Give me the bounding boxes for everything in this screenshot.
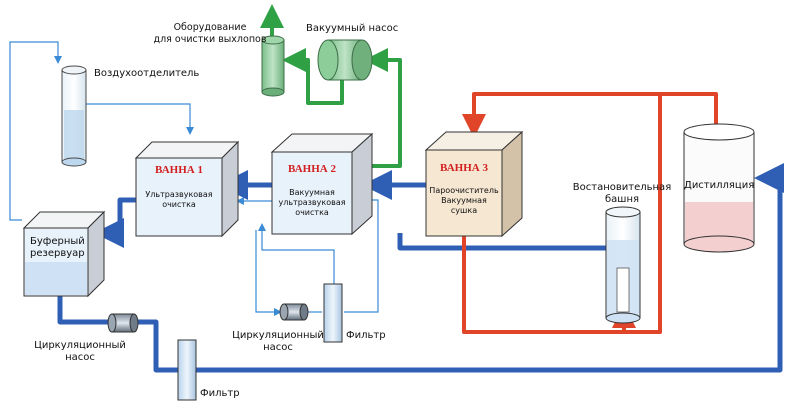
flow-buffer-to-pump bbox=[57, 296, 108, 325]
circ-pump-left-label: Циркуляционный насос bbox=[34, 340, 126, 363]
circ-pump-mid-label: Циркуляционный насос bbox=[232, 330, 324, 353]
distillation-column bbox=[683, 123, 755, 253]
buffer-tank bbox=[22, 210, 106, 298]
circulation-pump-left bbox=[107, 313, 139, 333]
bath-1 bbox=[134, 140, 240, 238]
thin-line-buffer-to-separator bbox=[9, 41, 62, 221]
recovery-tower-label: Востановительная башня bbox=[572, 182, 672, 205]
green-flow-baths-to-vacuum bbox=[360, 48, 402, 168]
circulation-pump-mid bbox=[279, 303, 309, 321]
distillation-label: Дистилляция bbox=[684, 180, 755, 191]
vacuum-pump bbox=[317, 39, 373, 81]
air-separator-label: Воздухоотделитель bbox=[94, 68, 200, 79]
flow-pump-to-filter bbox=[138, 319, 178, 373]
bath1-subtitle: Ультразвуковая очистка bbox=[145, 190, 213, 209]
filter-bottom bbox=[177, 339, 197, 401]
thin-line-bath2-loop-to-pump bbox=[255, 230, 282, 316]
thin-line-separator-to-bath1 bbox=[78, 103, 194, 135]
flow-tower-to-bath3 bbox=[397, 233, 623, 262]
bath1-title: ВАННА 1 bbox=[155, 164, 203, 176]
flow-filter-to-distillation bbox=[196, 163, 784, 373]
filter-bottom-label: Фильтр bbox=[200, 388, 240, 399]
bath-2 bbox=[270, 132, 374, 236]
filter-mid bbox=[323, 283, 343, 343]
exhaust-cylinder bbox=[261, 35, 285, 97]
bath2-subtitle: Вакуумная ультразвуковая очистка bbox=[278, 188, 346, 217]
thin-flow-lines bbox=[9, 41, 379, 316]
red-flow-distillation-to-bath3 bbox=[462, 92, 718, 138]
green-flow-lines bbox=[260, 4, 402, 168]
red-flow-bath3-to-tower bbox=[462, 94, 662, 334]
air-separator bbox=[61, 65, 87, 167]
bath-3 bbox=[424, 130, 524, 238]
vacuum-pump-label: Вакуумный насос bbox=[306, 23, 399, 34]
buffer-tank-label: Буферный резервуар bbox=[30, 236, 85, 259]
thin-line-filter-right-return bbox=[344, 199, 379, 313]
bath2-title: ВАННА 2 bbox=[288, 163, 336, 175]
flow-bath1-to-buffer bbox=[94, 197, 136, 248]
thin-line-filter-up-to-bath2 bbox=[258, 223, 335, 290]
filter-mid-label: Фильтр bbox=[346, 330, 386, 341]
recovery-tower bbox=[605, 206, 641, 324]
green-flow-vacuum-to-exhaust bbox=[282, 48, 344, 105]
exhaust-equipment-label: Оборудование для очистки выхлопов bbox=[153, 22, 267, 45]
bath3-subtitle: Пароочиститель Вакуумная сушка bbox=[429, 186, 499, 215]
bath3-title: ВАННА 3 bbox=[440, 162, 488, 174]
